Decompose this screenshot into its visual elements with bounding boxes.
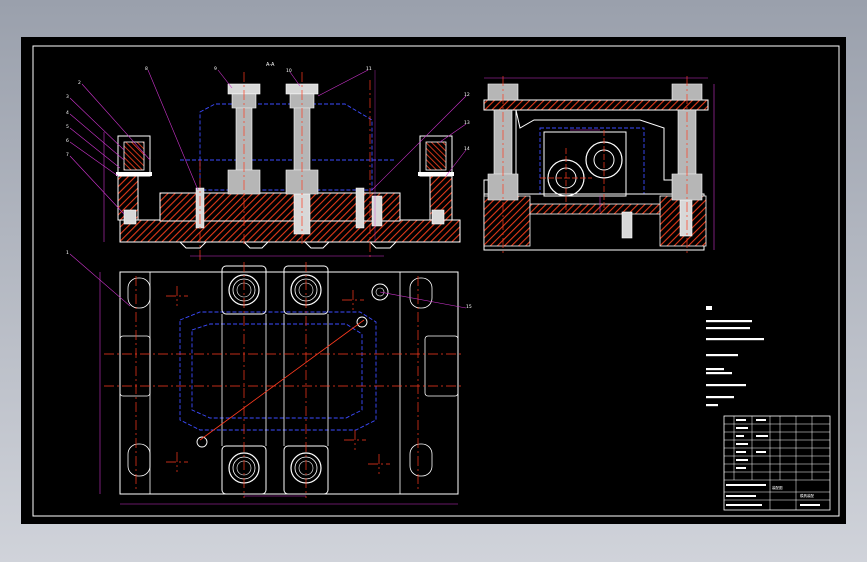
svg-text:4: 4 [66, 110, 69, 116]
svg-text:2: 2 [78, 80, 81, 86]
technical-requirements [706, 306, 764, 407]
front-section-view: 2 3 4 5 6 7 8 9 10 11 12 13 14 A-A [66, 62, 470, 260]
svg-text:14: 14 [464, 146, 470, 152]
svg-text:9: 9 [214, 66, 217, 72]
drawing-sheet [21, 37, 846, 524]
title-block-name: 模具装配 [800, 493, 814, 498]
drawing-frame [32, 45, 840, 517]
svg-text:12: 12 [464, 92, 470, 98]
svg-text:11: 11 [366, 66, 372, 72]
svg-text:7: 7 [66, 152, 69, 158]
svg-text:1: 1 [66, 250, 69, 256]
balloon-labels: 2 3 4 5 6 7 8 9 10 11 12 13 14 [66, 66, 470, 158]
svg-text:8: 8 [145, 66, 148, 72]
side-bolt-right [671, 83, 703, 237]
svg-text:3: 3 [66, 94, 69, 100]
side-view [483, 76, 715, 254]
title-block: 装配图 模具装配 [723, 415, 831, 511]
title-block-title: 装配图 [772, 485, 783, 490]
top-plate [483, 99, 709, 111]
base-plate [119, 219, 461, 243]
svg-text:6: 6 [66, 138, 69, 144]
plan-view: 15 1 [66, 250, 472, 505]
svg-text:13: 13 [464, 120, 470, 126]
svg-text:15: 15 [466, 304, 472, 310]
svg-text:5: 5 [66, 124, 69, 130]
section-label: A-A [266, 62, 275, 68]
svg-text:10: 10 [286, 68, 292, 74]
